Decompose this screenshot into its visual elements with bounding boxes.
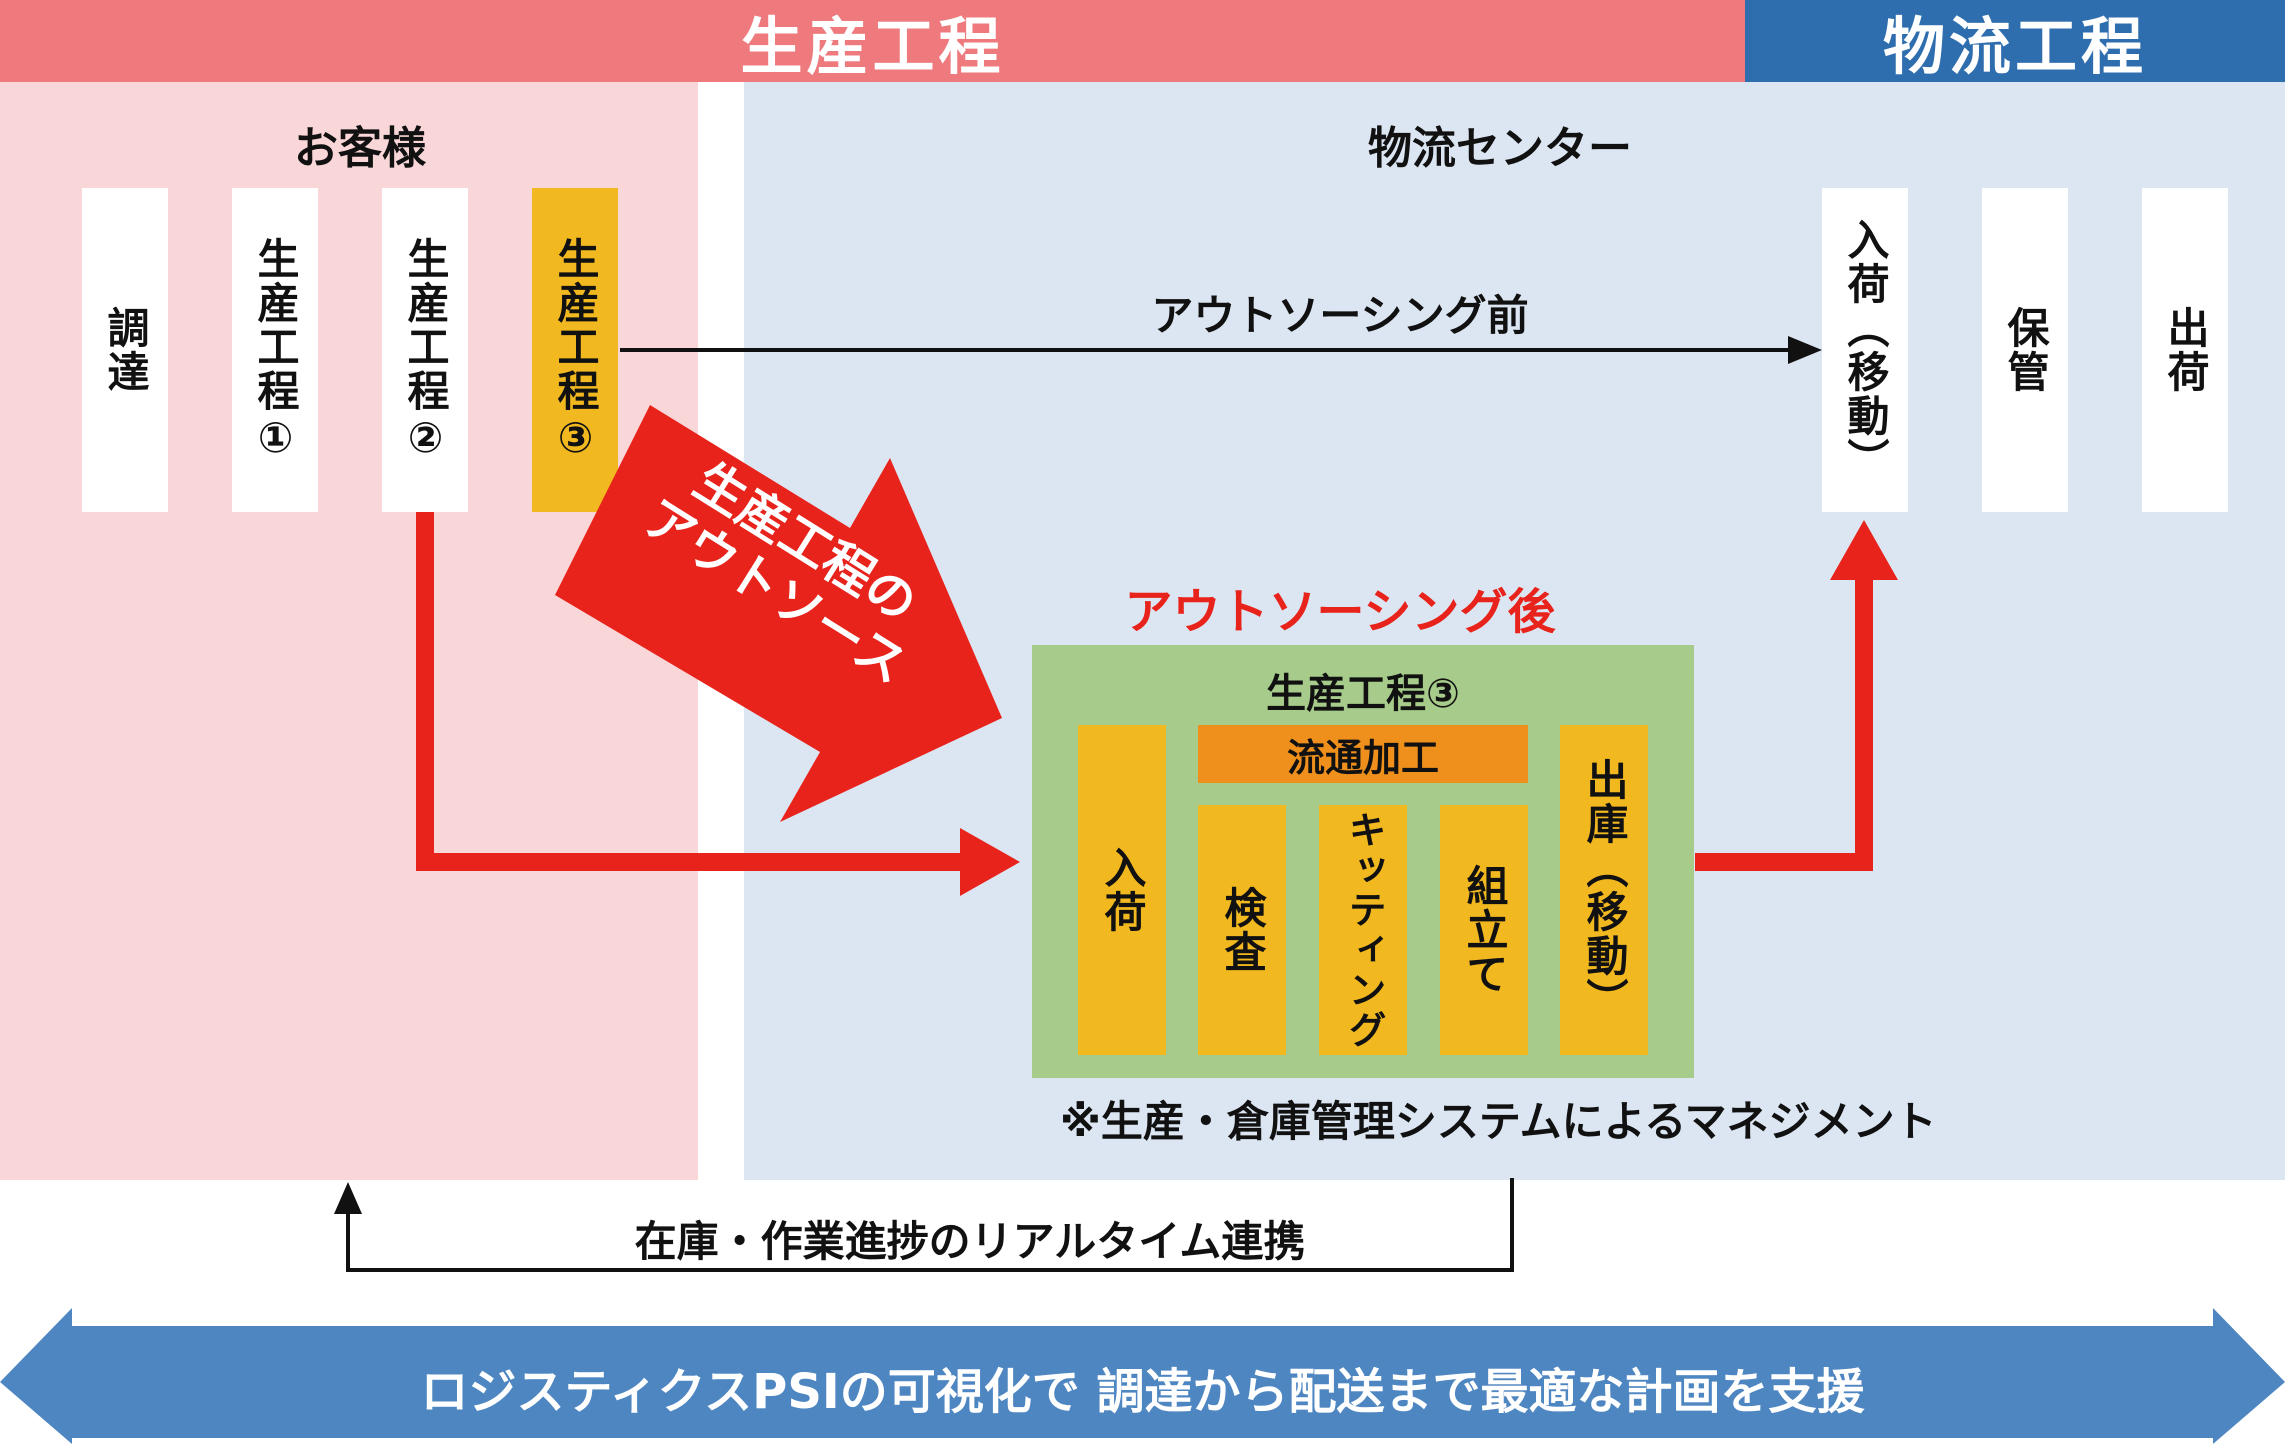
logistics-band-label: 物流工程 [1882, 10, 2147, 83]
distribution-processing-label: 流通加工 [1286, 735, 1439, 780]
process-2-box: 生産工程② [382, 188, 468, 512]
outsource-big-arrow [555, 405, 1002, 822]
step-assembly-label: 組立て [1460, 864, 1510, 996]
step-inspection: 検査 [1198, 805, 1286, 1055]
logistics-process-band: 物流工程 [1745, 0, 2285, 83]
process-1-box: 生産工程① [232, 188, 318, 512]
step-kitting: キッティング [1319, 805, 1407, 1055]
process-1-label: 生産工程① [251, 236, 301, 464]
outsourced-process-title: 生産工程③ [1266, 671, 1460, 717]
realtime-link-arrowhead [334, 1182, 362, 1214]
customer-label: お客様 [294, 123, 426, 174]
process-2-label: 生産工程② [401, 236, 451, 464]
shipping-box: 出荷 [2142, 188, 2228, 512]
step-inbound-label: 入荷 [1098, 846, 1148, 934]
logistics-inbound-box: 入荷︵移動︶ [1822, 188, 1908, 512]
step-inbound: 入荷 [1078, 725, 1166, 1055]
step-assembly: 組立て [1440, 805, 1528, 1055]
management-note: ※生産・倉庫管理システムによるマネジメント [1060, 1097, 1937, 1146]
outsourced-process-panel: 生産工程③ 入荷 流通加工 検査 キッティング 組立て 出庫︵移動︶ [1032, 645, 1694, 1078]
logistics-center-label: 物流センター [1368, 123, 1632, 174]
step-inspection-label: 検査 [1218, 886, 1268, 974]
after-outsourcing-label: アウトソーシング後 [1124, 584, 1556, 640]
realtime-link-arrow [346, 1178, 1514, 1272]
production-band-label: 生産工程 [740, 10, 1005, 83]
production-process-band: 生産工程 [0, 0, 1745, 83]
process-3-label: 生産工程③ [551, 236, 601, 464]
before-outsourcing-label: アウトソーシング前 [1151, 291, 1529, 340]
psi-banner-shape [0, 1308, 2285, 1444]
storage-box: 保管 [1982, 188, 2068, 512]
process-2-arrowhead [960, 828, 1020, 896]
distribution-processing-bar: 流通加工 [1198, 725, 1528, 783]
procurement-box: 調達 [82, 188, 168, 512]
outsourced-to-inbound-arrow [1695, 572, 1873, 871]
shipping-label: 出荷 [2161, 306, 2211, 394]
psi-banner-text: ロジスティクスPSIの可視化で 調達から配送まで最適な計画を支援 [420, 1364, 1865, 1420]
before-outsourcing-arrowhead [1788, 336, 1822, 364]
step-outbound: 出庫︵移動︶ [1560, 725, 1648, 1055]
process-3-box: 生産工程③ [532, 188, 618, 512]
step-kitting-label: キッティング [1341, 810, 1386, 1050]
storage-label: 保管 [2001, 306, 2051, 394]
step-outbound-label: 出庫︵移動︶ [1580, 758, 1630, 1022]
procurement-label: 調達 [101, 306, 151, 394]
realtime-link-label: 在庫・作業進捗のリアルタイム連携 [634, 1217, 1306, 1266]
process-2-to-outsourced-arrow [416, 512, 972, 871]
logistics-inbound-label: 入荷︵移動︶ [1841, 218, 1891, 482]
inbound-arrowhead [1830, 520, 1898, 580]
